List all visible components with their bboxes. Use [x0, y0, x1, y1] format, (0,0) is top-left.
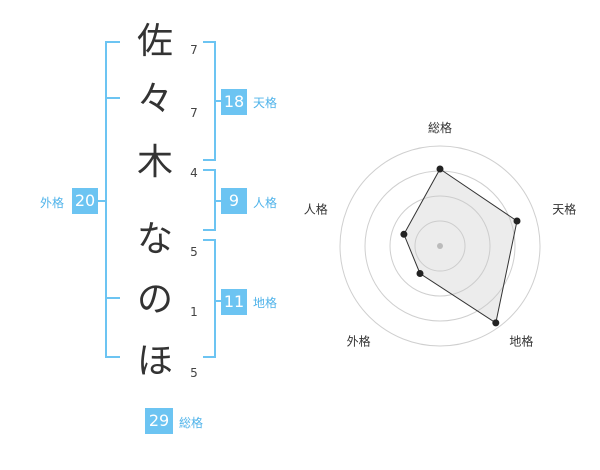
- chikaku-value: 11: [221, 289, 247, 315]
- radar-ring-2: [389, 195, 491, 297]
- gaikaku-label: 外格: [40, 196, 65, 210]
- radar-point-1: [436, 165, 444, 173]
- soukaku-value: 29: [145, 408, 173, 434]
- gaikaku-bracket: [105, 41, 120, 358]
- radar-ring-1: [414, 220, 466, 272]
- radar-point-3: [492, 319, 500, 327]
- name-char-1: 佐: [136, 21, 173, 62]
- tenkaku-label: 天格: [253, 96, 278, 110]
- radar-label-2: 天格: [552, 202, 576, 217]
- name-char-2: 々: [136, 79, 173, 120]
- radar-point-5: [400, 230, 408, 238]
- radar-center: [437, 243, 443, 249]
- stroke-count-5: 1: [190, 305, 198, 319]
- radar-label-3: 地格: [509, 334, 533, 349]
- stroke-count-6: 5: [190, 366, 198, 380]
- radar-ring-4: [339, 145, 541, 347]
- radar-polygon: [403, 168, 518, 324]
- radar-point-4: [416, 270, 424, 277]
- name-char-3: 木: [136, 142, 173, 183]
- jinkaku-label: 人格: [253, 196, 278, 210]
- name-char-5: の: [136, 279, 173, 320]
- chikaku-bracket: [203, 239, 216, 358]
- name-char-6: ほ: [136, 341, 173, 382]
- stroke-count-3: 4: [190, 166, 198, 180]
- radar-label-5: 人格: [304, 202, 328, 217]
- radar-label-1: 総格: [428, 120, 452, 135]
- radar-point-2: [513, 217, 521, 225]
- jinkaku-value: 9: [221, 188, 247, 214]
- tenkaku-value: 18: [221, 89, 247, 115]
- soukaku-label: 総格: [179, 416, 204, 430]
- chikaku-label: 地格: [253, 296, 278, 310]
- name-char-4: な: [136, 219, 173, 260]
- stroke-count-4: 5: [190, 245, 198, 259]
- stroke-count-2: 7: [190, 106, 198, 120]
- stroke-count-1: 7: [190, 43, 198, 57]
- radar-label-4: 外格: [347, 334, 371, 349]
- gaikaku-value: 20: [72, 188, 98, 214]
